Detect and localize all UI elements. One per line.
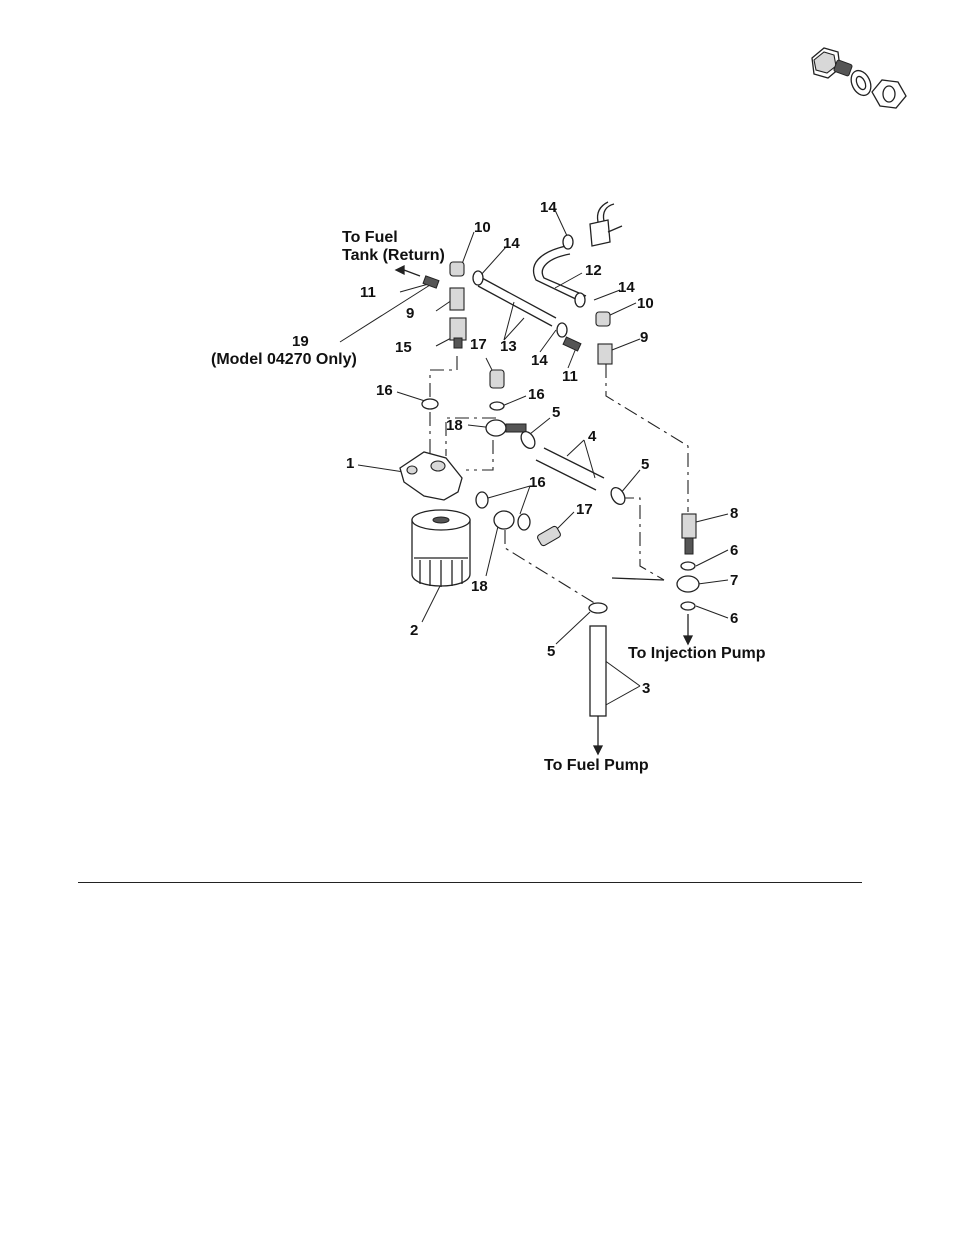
caption-fuel-tank-line2: Tank (Return) xyxy=(342,247,445,265)
callout-1: 1 xyxy=(346,455,354,472)
caption-fuel-tank-line1: To Fuel xyxy=(342,229,398,247)
callout-9: 9 xyxy=(640,329,648,346)
callout-16: 16 xyxy=(529,474,546,491)
leader-lines xyxy=(340,210,728,706)
callout-3: 3 xyxy=(642,680,650,697)
filter-assembly xyxy=(400,452,470,587)
horizontal-divider xyxy=(78,882,862,883)
hardware-icon xyxy=(812,48,906,108)
callout-14: 14 xyxy=(618,279,635,296)
callout-18: 18 xyxy=(471,578,488,595)
callout-19: 19 xyxy=(292,333,309,350)
callout-10: 10 xyxy=(474,219,491,236)
callout-11: 11 xyxy=(360,284,376,301)
injector-nozzle xyxy=(590,202,622,246)
fuel-hoses xyxy=(396,246,692,754)
callout-14: 14 xyxy=(531,352,548,369)
callout-11: 11 xyxy=(562,368,578,385)
callout-5: 5 xyxy=(641,456,649,473)
callout-16: 16 xyxy=(528,386,545,403)
callout-17: 17 xyxy=(576,501,593,518)
callout-9: 9 xyxy=(406,305,414,322)
callout-6: 6 xyxy=(730,610,738,627)
caption-fuel-pump: To Fuel Pump xyxy=(544,757,649,775)
callout-6: 6 xyxy=(730,542,738,559)
callout-13: 13 xyxy=(500,338,517,355)
caption-model-note: (Model 04270 Only) xyxy=(211,351,357,369)
callout-15: 15 xyxy=(395,339,412,356)
callout-18: 18 xyxy=(446,417,463,434)
callout-14: 14 xyxy=(540,199,557,216)
callout-4: 4 xyxy=(588,428,596,445)
callout-8: 8 xyxy=(730,505,738,522)
callout-17: 17 xyxy=(470,336,487,353)
callout-16: 16 xyxy=(376,382,393,399)
callout-12: 12 xyxy=(585,262,602,279)
callout-5: 5 xyxy=(547,643,555,660)
caption-injection-pump: To Injection Pump xyxy=(628,645,765,663)
callout-10: 10 xyxy=(637,295,654,312)
callout-5: 5 xyxy=(552,404,560,421)
callout-2: 2 xyxy=(410,622,418,639)
callout-7: 7 xyxy=(730,572,738,589)
callout-14: 14 xyxy=(503,235,520,252)
